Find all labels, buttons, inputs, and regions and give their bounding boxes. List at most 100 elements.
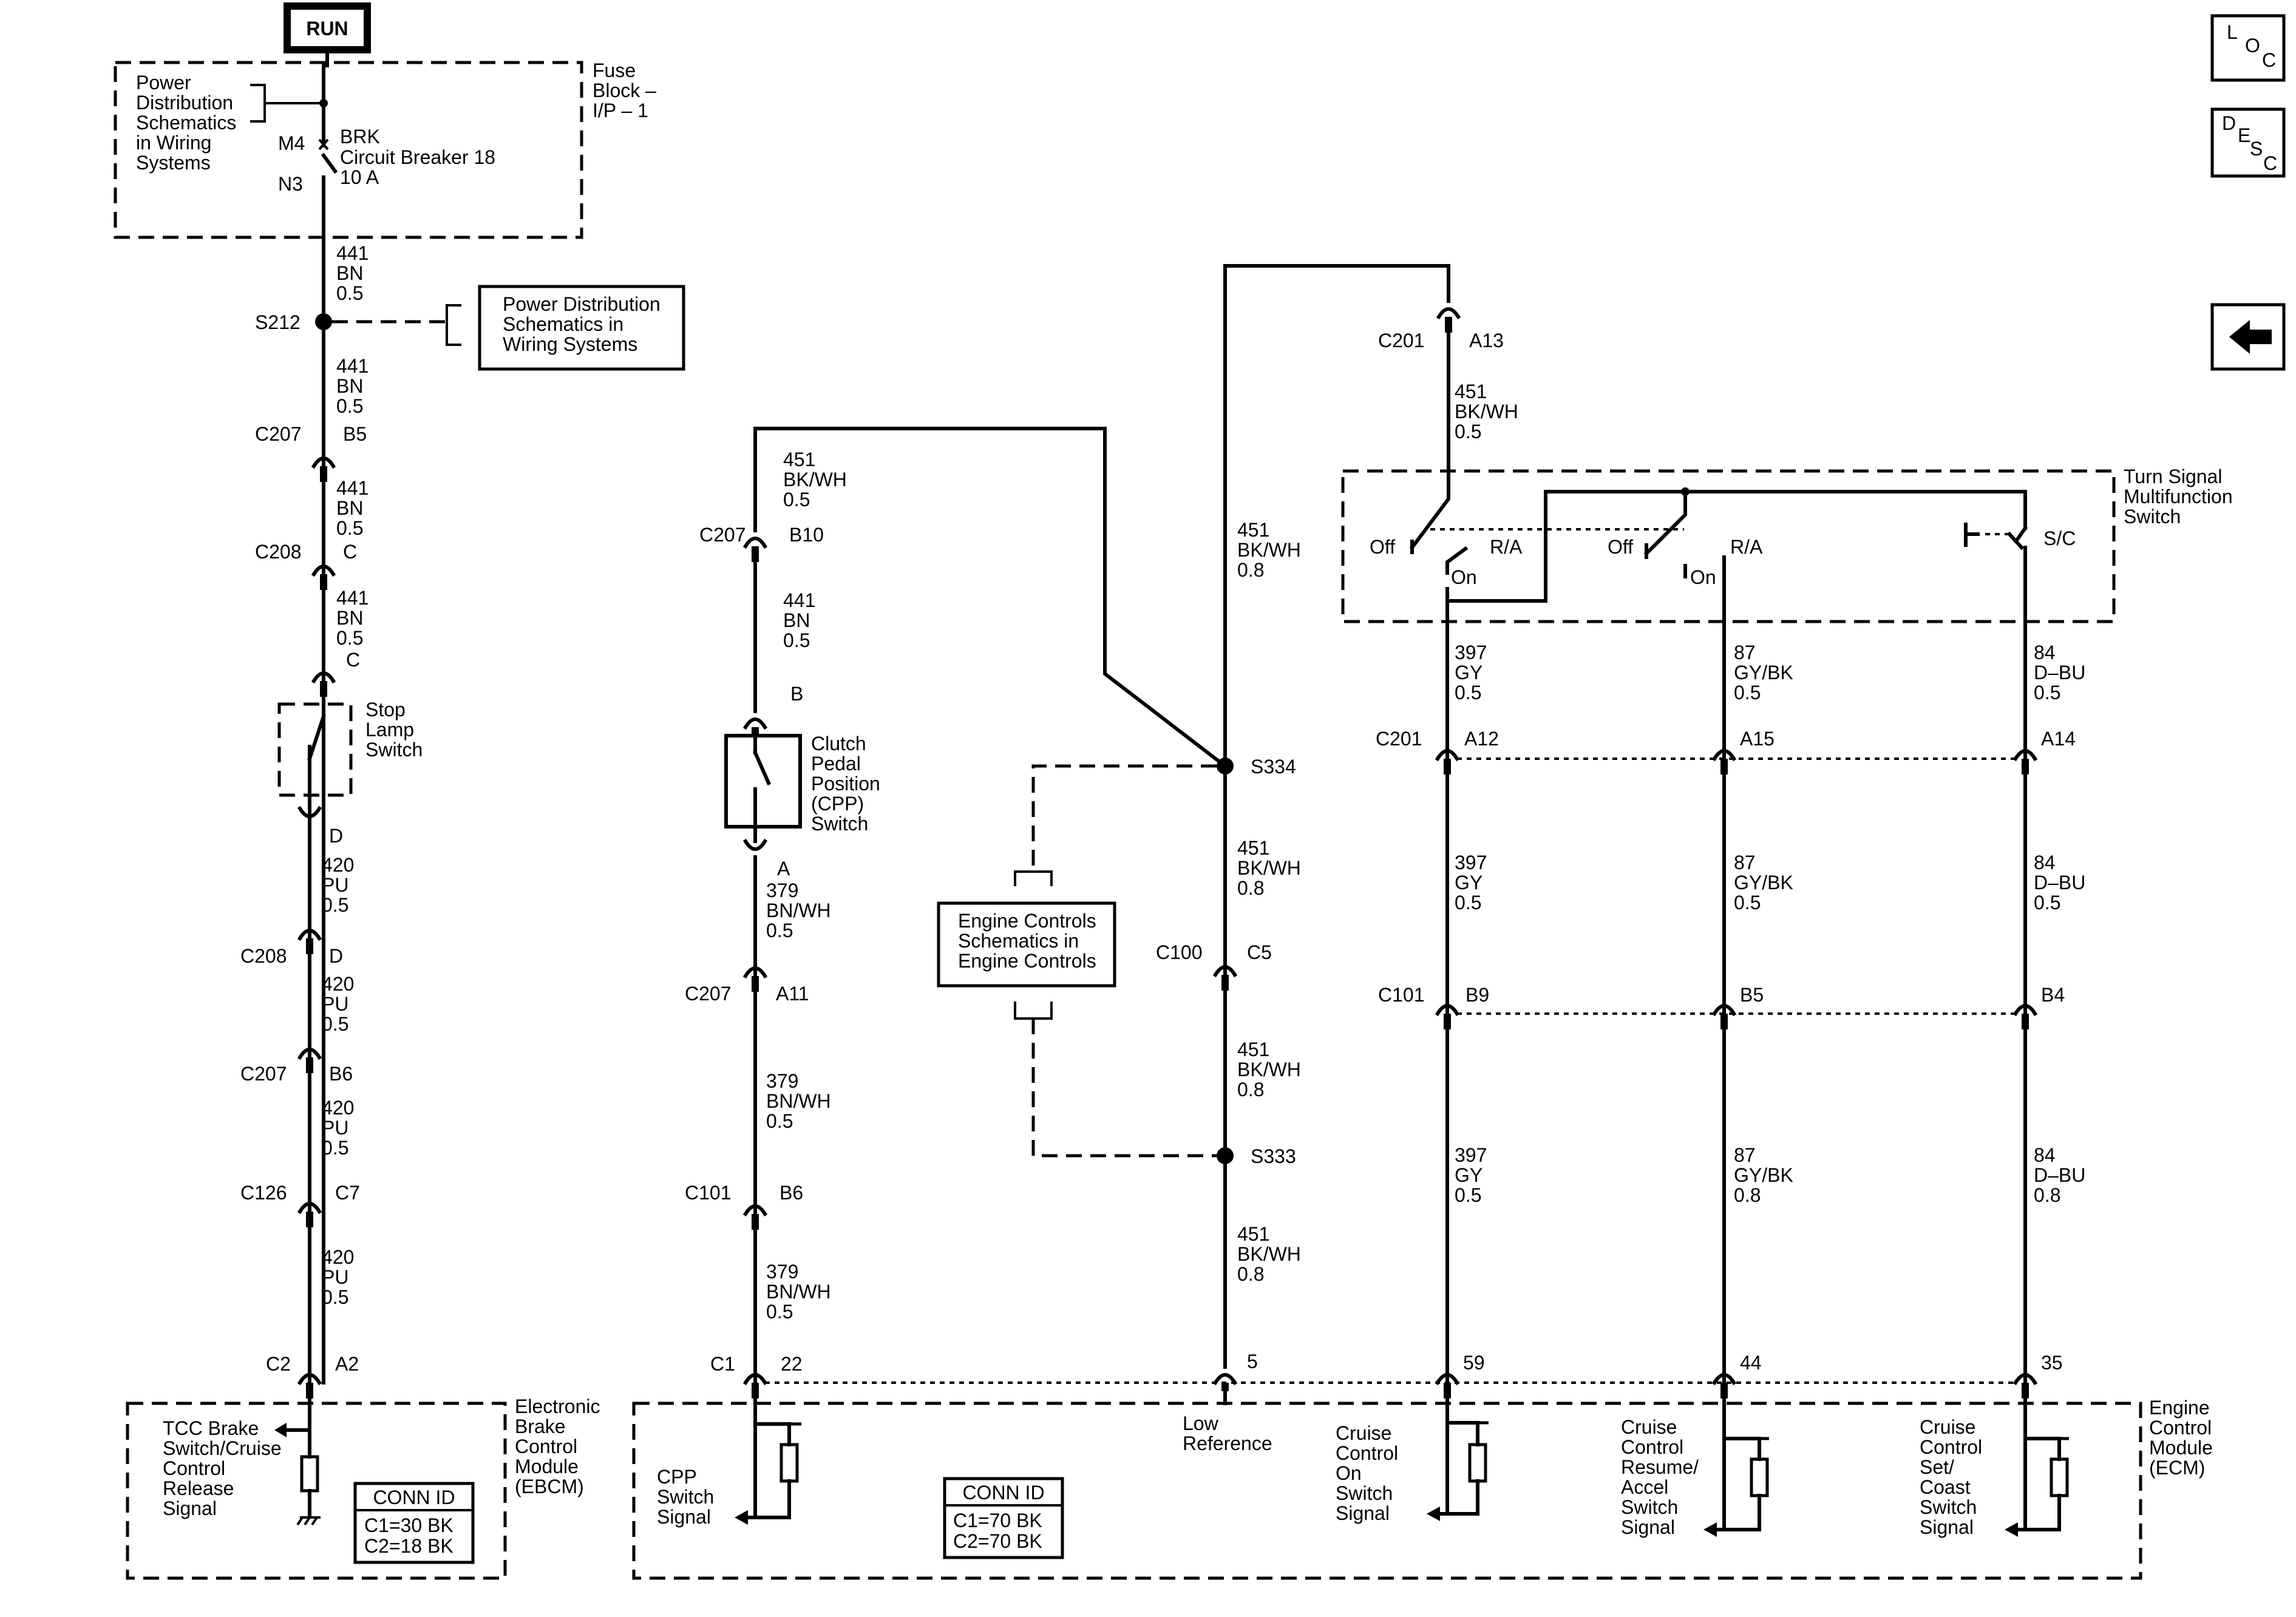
- svg-text:0.5: 0.5: [336, 282, 363, 304]
- svg-text:GY: GY: [1455, 872, 1483, 893]
- svg-text:Systems: Systems: [136, 152, 211, 174]
- svg-text:BRK: BRK: [340, 126, 380, 147]
- svg-text:C1=70 BK: C1=70 BK: [953, 1510, 1042, 1531]
- stop-lamp-switch-label: Stop Lamp Switch: [365, 699, 423, 761]
- connector-cpp-b: B: [742, 683, 803, 736]
- svg-text:D–BU: D–BU: [2034, 1164, 2085, 1186]
- ecm-module-outline: [632, 1402, 2142, 1580]
- svg-text:A12: A12: [1464, 728, 1499, 750]
- svg-text:Switch: Switch: [1336, 1482, 1393, 1504]
- connector-c101-b4: B4: [2012, 984, 2065, 1029]
- stop-lamp-switch-outline: [277, 702, 353, 797]
- svg-text:0.5: 0.5: [336, 395, 363, 417]
- svg-text:S/C: S/C: [2043, 527, 2076, 549]
- svg-text:C207: C207: [240, 1063, 287, 1085]
- svg-text:C: C: [2263, 152, 2277, 174]
- svg-text:GY: GY: [1455, 662, 1483, 683]
- svg-text:BN: BN: [336, 262, 363, 284]
- cruise-on-off-switch: Off R/A On: [1370, 331, 1523, 622]
- svg-text:in Wiring: in Wiring: [136, 132, 211, 154]
- connector-cpp-a: A: [742, 838, 790, 880]
- svg-text:Switch: Switch: [2124, 506, 2181, 527]
- connector-ecm-59: 59: [1435, 1352, 1485, 1398]
- svg-text:RUN: RUN: [306, 18, 348, 39]
- svg-text:B9: B9: [1466, 984, 1489, 1006]
- connector-c207-b5: C207 B5: [255, 423, 367, 482]
- back-button[interactable]: [2210, 303, 2286, 371]
- connector-c2-a2: C2 A2: [266, 1353, 359, 1398]
- svg-text:0.5: 0.5: [1455, 682, 1481, 703]
- svg-text:87: 87: [1734, 642, 1756, 663]
- svg-text:0.5: 0.5: [2034, 892, 2060, 914]
- connector-c101-b6: C101 B6: [685, 1182, 803, 1230]
- svg-text:Schematics in: Schematics in: [958, 930, 1079, 952]
- svg-text:CPP: CPP: [657, 1466, 697, 1488]
- svg-text:0.5: 0.5: [766, 1301, 793, 1323]
- svg-text:420: 420: [322, 1097, 354, 1119]
- connector-c126-c7: C126 C7: [240, 1182, 360, 1227]
- svg-text:Lamp: Lamp: [365, 719, 414, 741]
- svg-text:Pedal: Pedal: [811, 753, 861, 775]
- svg-text:0.8: 0.8: [1237, 877, 1264, 899]
- svg-text:Distribution: Distribution: [136, 92, 233, 114]
- svg-text:0.5: 0.5: [783, 629, 810, 651]
- svg-text:Cruise: Cruise: [1336, 1422, 1391, 1444]
- svg-text:PU: PU: [322, 993, 348, 1015]
- svg-text:Power: Power: [136, 72, 191, 93]
- cruise-resume-accel-switch: Off R/A On: [1608, 490, 1763, 588]
- svg-text:10 A: 10 A: [340, 166, 379, 188]
- ebcm-module-label: Electronic Brake Control Module (EBCM): [515, 1395, 600, 1497]
- power-distribution-ref: Power Distribution Schematics in Wiring …: [136, 72, 324, 174]
- svg-text:GY/BK: GY/BK: [1734, 1164, 1793, 1186]
- svg-text:N3: N3: [278, 173, 303, 195]
- svg-text:BK/WH: BK/WH: [783, 469, 847, 490]
- svg-text:420: 420: [322, 973, 354, 995]
- svg-text:S334: S334: [1251, 756, 1296, 778]
- ecm-module-label: Engine Control Module (ECM): [2149, 1397, 2213, 1479]
- svg-text:0.5: 0.5: [1455, 421, 1481, 442]
- desc-button[interactable]: D E S C: [2210, 107, 2286, 178]
- svg-text:Control: Control: [515, 1436, 577, 1457]
- svg-text:B6: B6: [329, 1063, 353, 1085]
- svg-text:379: 379: [766, 1261, 798, 1283]
- svg-text:R/A: R/A: [1490, 536, 1523, 558]
- svg-text:441: 441: [336, 587, 369, 609]
- svg-text:Off: Off: [1370, 536, 1395, 558]
- ecm-cruise-set-signal: Cruise Control Set/ Coast Switch Signal: [1920, 1397, 2069, 1538]
- svg-text:B10: B10: [789, 524, 824, 546]
- svg-text:Control: Control: [1336, 1442, 1398, 1464]
- svg-text:Electronic: Electronic: [515, 1395, 600, 1417]
- splice-s334: [1217, 758, 1234, 775]
- engine-controls-ref-box: Engine Controls Schematics in Engine Con…: [937, 901, 1116, 988]
- svg-text:0.5: 0.5: [766, 920, 793, 941]
- svg-text:S: S: [2250, 138, 2263, 160]
- svg-text:Clutch: Clutch: [811, 733, 866, 754]
- svg-text:A14: A14: [2041, 728, 2076, 750]
- svg-text:451: 451: [1237, 837, 1269, 859]
- connector-c207-a11: C207 A11: [685, 966, 809, 1005]
- power-distribution-ref-box: Power Distribution Schematics in Wiring …: [478, 285, 685, 371]
- svg-text:Control: Control: [1920, 1436, 1982, 1458]
- svg-text:E: E: [2238, 124, 2250, 146]
- svg-text:Fuse: Fuse: [593, 59, 636, 81]
- connector-stop-c: C: [311, 649, 360, 697]
- svg-text:Signal: Signal: [1920, 1516, 1974, 1538]
- loc-button[interactable]: L O C: [2210, 14, 2286, 82]
- svg-text:0.8: 0.8: [1237, 1079, 1264, 1100]
- svg-text:0.5: 0.5: [2034, 682, 2060, 703]
- connector-c208-c: C208 C: [255, 541, 357, 590]
- ebcm-module-outline: [126, 1402, 507, 1580]
- svg-text:22: 22: [781, 1353, 803, 1375]
- svg-text:451: 451: [1237, 519, 1269, 541]
- svg-text:C101: C101: [685, 1182, 732, 1204]
- svg-text:Module: Module: [2149, 1437, 2213, 1459]
- arrow-left-icon: [2229, 320, 2272, 354]
- svg-text:BN: BN: [336, 497, 363, 519]
- svg-text:S333: S333: [1251, 1145, 1296, 1167]
- connector-ecm-5: 5: [1212, 1351, 1258, 1391]
- svg-text:Coast: Coast: [1920, 1476, 1971, 1498]
- svg-text:Module: Module: [515, 1456, 579, 1477]
- svg-text:44: 44: [1740, 1352, 1762, 1374]
- svg-text:C1: C1: [710, 1353, 735, 1375]
- connector-ecm-44: 44: [1711, 1352, 1762, 1398]
